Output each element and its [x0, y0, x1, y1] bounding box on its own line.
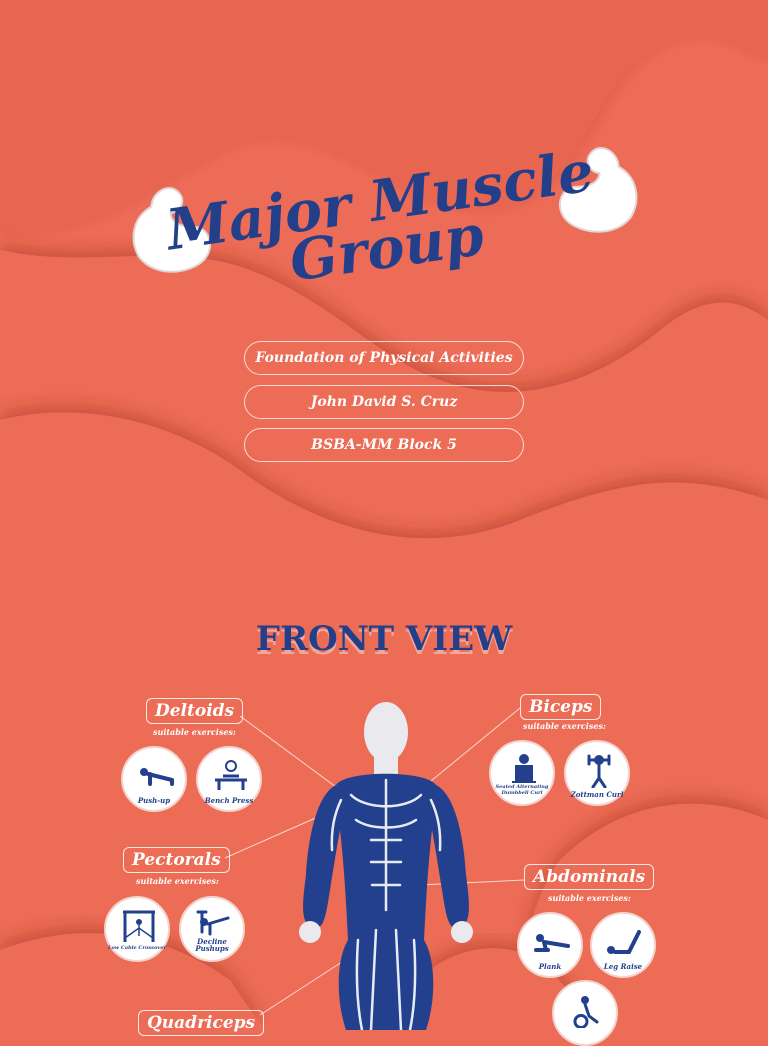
plank-exercise: Plank — [517, 912, 583, 978]
plank-icon — [534, 934, 570, 952]
cable-crossover-icon — [123, 910, 155, 942]
author-pill: John David S. Cruz — [244, 385, 524, 419]
front-view-heading: FRONT VIEW FRONT VIEW — [0, 610, 768, 674]
bench-press-exercise: Bench Press — [196, 746, 262, 812]
flexed-arm-icon — [132, 187, 212, 273]
dumbbell-curl-icon — [512, 754, 536, 783]
decline-pushup-exercise: Decline Pushups — [179, 896, 245, 962]
leg-raise-exercise: Leg Raise — [590, 912, 656, 978]
exercise-icon — [573, 996, 599, 1028]
decline-pushup-icon — [196, 910, 230, 936]
title-block: Major Muscle Group — [120, 138, 640, 295]
push-up-exercise: Push-up — [121, 746, 187, 812]
section-pill: BSBA-MM Block 5 — [244, 428, 524, 462]
biceps-label: Biceps — [520, 694, 602, 720]
quadriceps-label: Quadriceps — [138, 1010, 265, 1036]
deltoids-label: Deltoids — [146, 698, 244, 724]
dumbbell-curl-exercise: Seated Alternating Dumbbell Curl — [489, 740, 555, 806]
muscle-figure — [286, 700, 486, 1032]
leg-raise-icon — [607, 930, 641, 954]
push-up-icon — [140, 768, 174, 786]
abdominal-exercise-3 — [552, 980, 618, 1046]
svg-text:FRONT VIEW: FRONT VIEW — [256, 623, 513, 663]
abdominals-subtitle: suitable exercises: — [548, 893, 631, 903]
zottman-curl-exercise: Zottman Curl — [564, 740, 630, 806]
deltoids-subtitle: suitable exercises: — [153, 727, 236, 737]
pectorals-label: Pectorals — [123, 847, 230, 873]
biceps-subtitle: suitable exercises: — [523, 721, 606, 731]
cable-crossover-exercise: Low Cable Crossover — [104, 896, 170, 962]
bench-press-icon — [215, 760, 247, 790]
svg-text:FRONT VIEW: FRONT VIEW — [256, 619, 513, 659]
pectorals-subtitle: suitable exercises: — [136, 876, 219, 886]
abdominals-label: Abdominals — [524, 864, 655, 890]
flexed-arm-icon — [558, 147, 638, 233]
course-pill: Foundation of Physical Activities — [244, 341, 524, 375]
zottman-curl-icon — [587, 754, 611, 788]
